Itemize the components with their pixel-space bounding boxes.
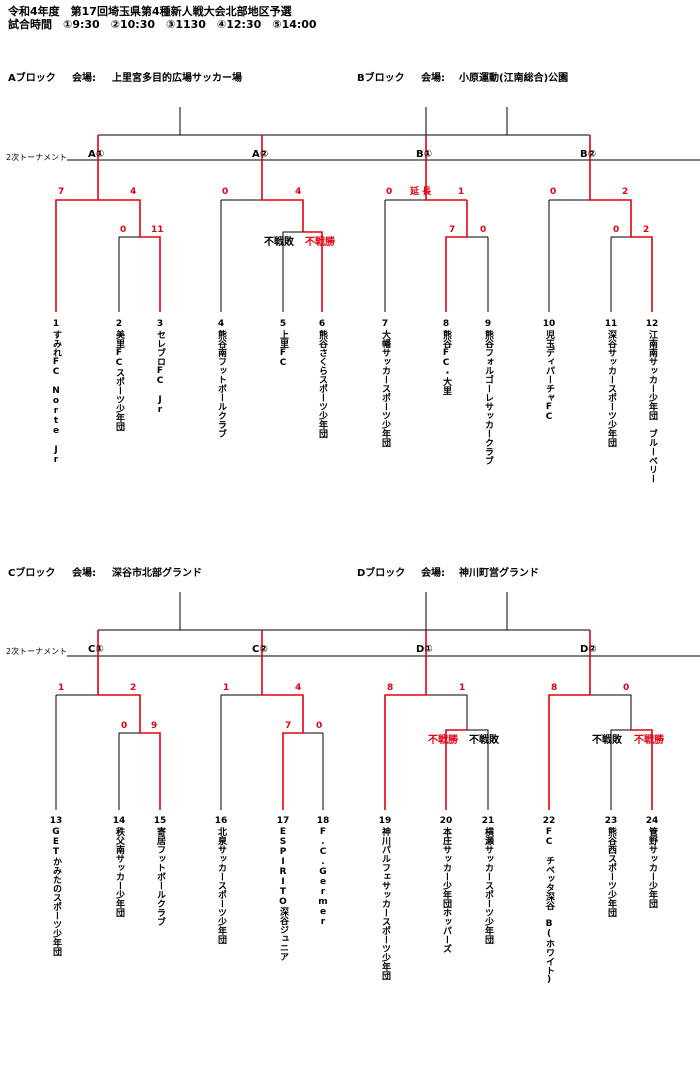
score: 2 xyxy=(643,225,650,235)
sf-a2: A② xyxy=(252,149,269,160)
block-b-venue-label: 会場: xyxy=(421,73,445,84)
score: 0 xyxy=(480,225,487,235)
score: 0 xyxy=(386,187,393,197)
score: 7 xyxy=(449,225,456,235)
score: 1 xyxy=(58,683,65,693)
score: 4 xyxy=(130,187,137,197)
status-forfeit-loss: 不戦敗 xyxy=(469,735,499,746)
score: 2 xyxy=(130,683,137,693)
score: 2 xyxy=(622,187,629,197)
score: 0 xyxy=(222,187,229,197)
match-times: 試合時間 ①9:30 ②10:30 ③1130 ④12:30 ⑤14:00 xyxy=(8,18,317,31)
block-c-venue: 深谷市北部グランド xyxy=(112,568,202,579)
block-d-venue: 神川町営グランド xyxy=(459,568,539,579)
score: 1 xyxy=(223,683,230,693)
block-c-name: Cブロック xyxy=(8,568,56,579)
sf-a1: A① xyxy=(88,149,105,160)
status-forfeit-win: 不戦勝 xyxy=(634,735,664,746)
block-b-venue: 小原運動(江南総合)公園 xyxy=(459,73,569,84)
block-c-venue-label: 会場: xyxy=(72,568,96,579)
sf-b1: B① xyxy=(416,149,433,160)
score: 1 xyxy=(458,187,465,197)
second-tournament-label-bottom: 2次トーナメント xyxy=(6,647,68,656)
block-a-venue: 上里宮多目的広場サッカー場 xyxy=(112,73,242,84)
score: 9 xyxy=(151,721,158,731)
score: 0 xyxy=(623,683,630,693)
block-d-venue-label: 会場: xyxy=(421,568,445,579)
block-a-name: Aブロック xyxy=(8,73,56,84)
sf-d2: D② xyxy=(580,644,597,655)
score: 1 xyxy=(459,683,466,693)
sf-c2: C② xyxy=(252,644,268,655)
score: 7 xyxy=(285,721,292,731)
status-forfeit-loss: 不戦敗 xyxy=(264,237,294,248)
score: 4 xyxy=(295,683,302,693)
status-forfeit-win: 不戦勝 xyxy=(305,237,335,248)
score: 0 xyxy=(121,721,128,731)
status-forfeit-win: 不戦勝 xyxy=(428,735,458,746)
score: 8 xyxy=(551,683,558,693)
score: 8 xyxy=(387,683,394,693)
sf-d1: D① xyxy=(416,644,433,655)
sf-c1: C① xyxy=(88,644,104,655)
block-b-name: Bブロック xyxy=(357,73,405,84)
sf-b2: B② xyxy=(580,149,597,160)
score: 7 xyxy=(58,187,65,197)
status-forfeit-loss: 不戦敗 xyxy=(592,735,622,746)
block-a-venue-label: 会場: xyxy=(72,73,96,84)
score: 0 xyxy=(316,721,323,731)
score: 0 xyxy=(550,187,557,197)
score: 0 xyxy=(120,225,127,235)
score: 4 xyxy=(295,187,302,197)
score: 0 xyxy=(613,225,620,235)
second-tournament-label-top: 2次トーナメント xyxy=(6,153,68,162)
page-title: 令和4年度 第17回埼玉県第4種新人戦大会北部地区予選 xyxy=(8,5,292,18)
extra-time-label: 延 長 xyxy=(410,187,432,197)
block-d-name: Dブロック xyxy=(357,568,406,579)
score: 11 xyxy=(151,225,164,235)
